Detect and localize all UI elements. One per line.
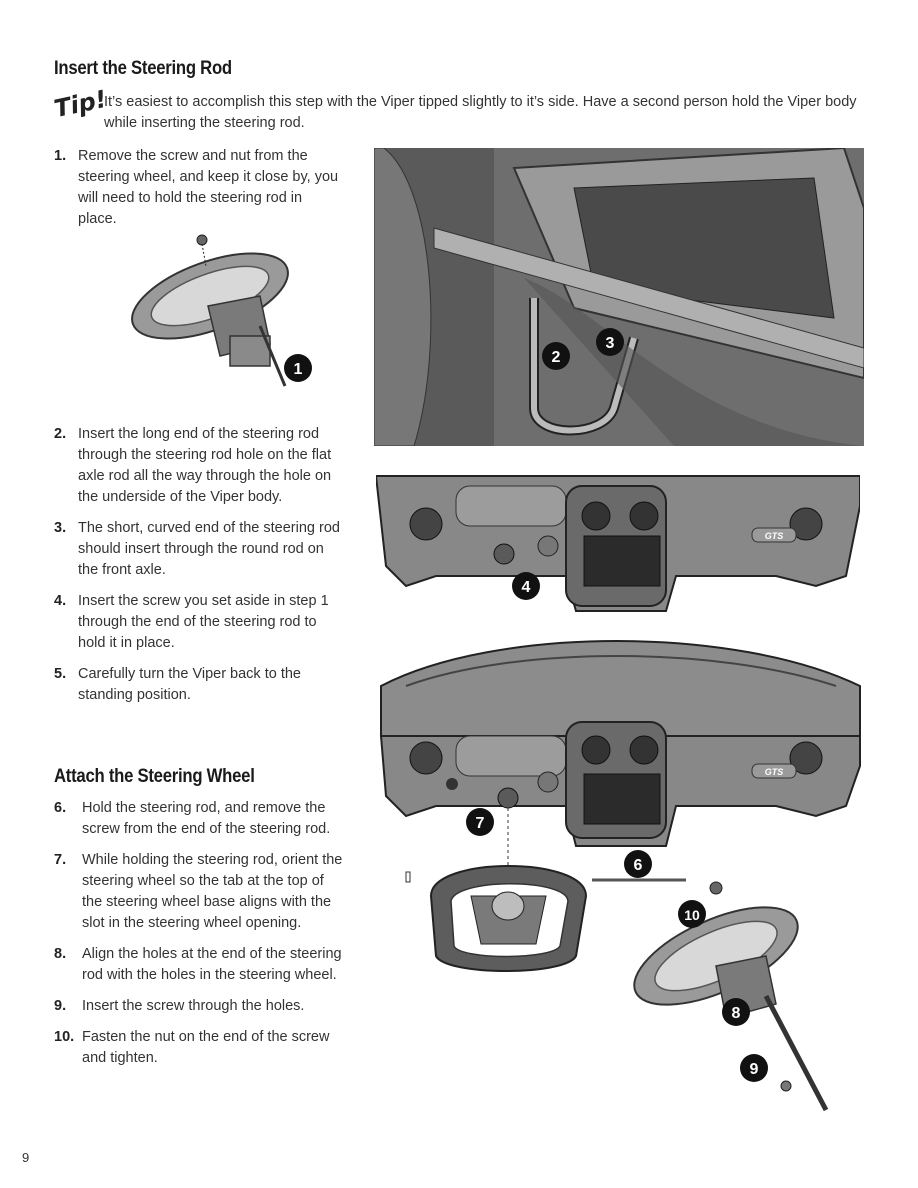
- tip-text: It’s easiest to accomplish this step wit…: [104, 94, 857, 131]
- step-8: 8. Align the holes at the end of the ste…: [54, 944, 344, 986]
- step-number: 4.: [54, 593, 67, 609]
- step-number: 7.: [54, 852, 67, 868]
- gts-badge-1: GTS: [765, 531, 784, 541]
- step-number: 8.: [54, 946, 67, 962]
- step-3: 3. The short, curved end of the steering…: [54, 518, 344, 581]
- section-title-insert-rod: Insert the Steering Rod: [54, 58, 232, 79]
- step-5: 5. Carefully turn the Viper back to the …: [54, 664, 344, 706]
- step-number: 10.: [54, 1029, 75, 1045]
- callout-10-label: 10: [684, 907, 700, 923]
- tip-label: Tip!: [51, 84, 110, 124]
- step-6: 6. Hold the steering rod, and remove the…: [54, 798, 344, 840]
- step-number: 2.: [54, 426, 67, 442]
- step-7: 7. While holding the steering rod, orien…: [54, 850, 344, 934]
- underside-steering-rod-illustration: 2 3: [374, 148, 864, 446]
- steps-group-2: 2. Insert the long end of the steering r…: [54, 424, 344, 716]
- step-text: Fasten the nut on the end of the screw a…: [82, 1029, 330, 1066]
- callout-6-label: 6: [634, 857, 643, 874]
- callout-7-label: 7: [476, 815, 485, 832]
- callout-1: [284, 354, 312, 382]
- steering-wheel-side-illustration: 1: [131, 234, 312, 387]
- page-number: 9: [22, 1150, 30, 1165]
- step-number: 6.: [54, 800, 67, 816]
- callout-7: [466, 808, 494, 836]
- step-text: Remove the screw and nut from the steeri…: [78, 148, 339, 227]
- step-text: Insert the long end of the steering rod …: [78, 426, 332, 505]
- section-title-attach-wheel: Attach the Steering Wheel: [54, 766, 255, 787]
- step-text: Insert the screw through the holes.: [82, 998, 305, 1014]
- step-text: Insert the screw you set aside in step 1…: [78, 593, 329, 651]
- step-text: Hold the steering rod, and remove the sc…: [82, 800, 331, 837]
- step-9: 9. Insert the screw through the holes.: [54, 996, 344, 1017]
- callout-2-label: 2: [552, 349, 561, 366]
- gts-badge-2: GTS: [765, 767, 784, 777]
- callout-1-label: 1: [294, 361, 303, 378]
- step-number: 1.: [54, 148, 67, 164]
- callout-10: [678, 900, 706, 928]
- callout-8: [722, 998, 750, 1026]
- step-number: 3.: [54, 520, 67, 536]
- callout-4-label: 4: [522, 579, 531, 596]
- step-text: The short, curved end of the steering ro…: [78, 520, 340, 578]
- callout-9: [740, 1054, 768, 1082]
- callout-3-label: 3: [606, 335, 615, 352]
- callout-8-label: 8: [732, 1005, 741, 1022]
- step-text: While holding the steering rod, orient t…: [82, 852, 343, 931]
- callout-6: [624, 850, 652, 878]
- step-text: Align the holes at the end of the steeri…: [82, 946, 342, 983]
- dashboard-illustration-1: GTS 4: [376, 475, 860, 612]
- step-number: 9.: [54, 998, 67, 1014]
- steps-group-1: 1. Remove the screw and nut from the ste…: [54, 146, 344, 240]
- step-4: 4. Insert the screw you set aside in ste…: [54, 591, 344, 654]
- callout-3: [596, 328, 624, 356]
- step-10: 10. Fasten the nut on the end of the scr…: [54, 1027, 344, 1069]
- callout-9-label: 9: [750, 1061, 759, 1078]
- step-1: 1. Remove the screw and nut from the ste…: [54, 146, 344, 230]
- step-text: Carefully turn the Viper back to the sta…: [78, 666, 301, 703]
- steps-group-3: 6. Hold the steering rod, and remove the…: [54, 798, 344, 1079]
- step-number: 5.: [54, 666, 67, 682]
- callout-2: [542, 342, 570, 370]
- dashboard-steering-wheel-illustration: GTS 7 6 10 8 9: [379, 640, 861, 1112]
- step-2: 2. Insert the long end of the steering r…: [54, 424, 344, 508]
- callout-4: [512, 572, 540, 600]
